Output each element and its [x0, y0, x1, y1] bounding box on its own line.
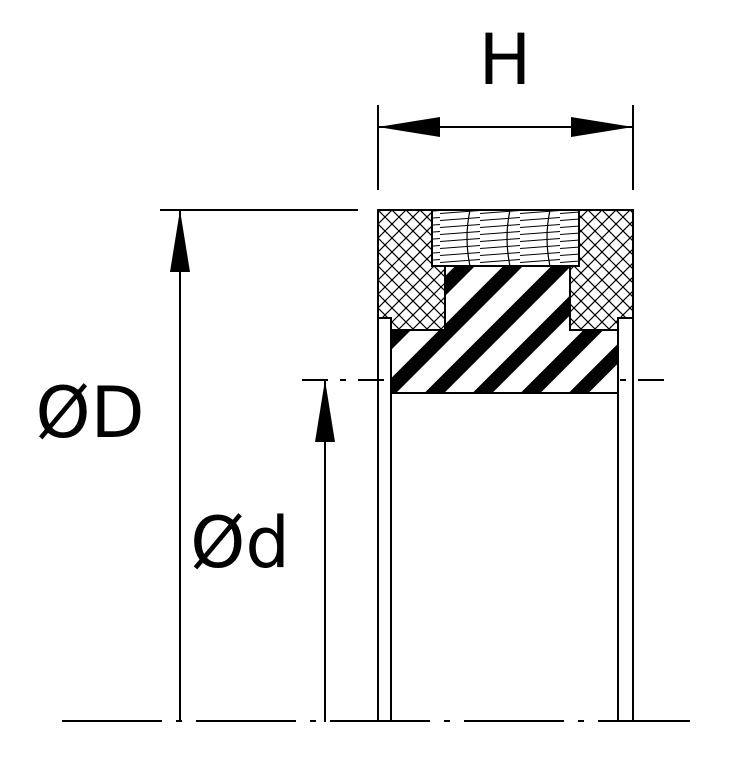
seal-section	[377, 209, 634, 721]
arrowhead-up-outer	[170, 210, 190, 272]
arrowhead-up-inner	[315, 380, 335, 442]
inner-diameter-dimension: Ød	[190, 380, 335, 722]
arrowhead-right	[571, 117, 633, 137]
arrowhead-left	[378, 117, 440, 137]
label-h: H	[479, 19, 532, 101]
label-id: Ød	[190, 502, 290, 584]
height-dimension: H	[377, 19, 634, 190]
fine-hatch-top	[431, 209, 580, 267]
fine-hatch-arcs	[466, 209, 551, 267]
outer-diameter-dimension: ØD	[36, 209, 358, 722]
label-od: ØD	[36, 372, 145, 454]
seal-inner-outline	[390, 330, 619, 721]
